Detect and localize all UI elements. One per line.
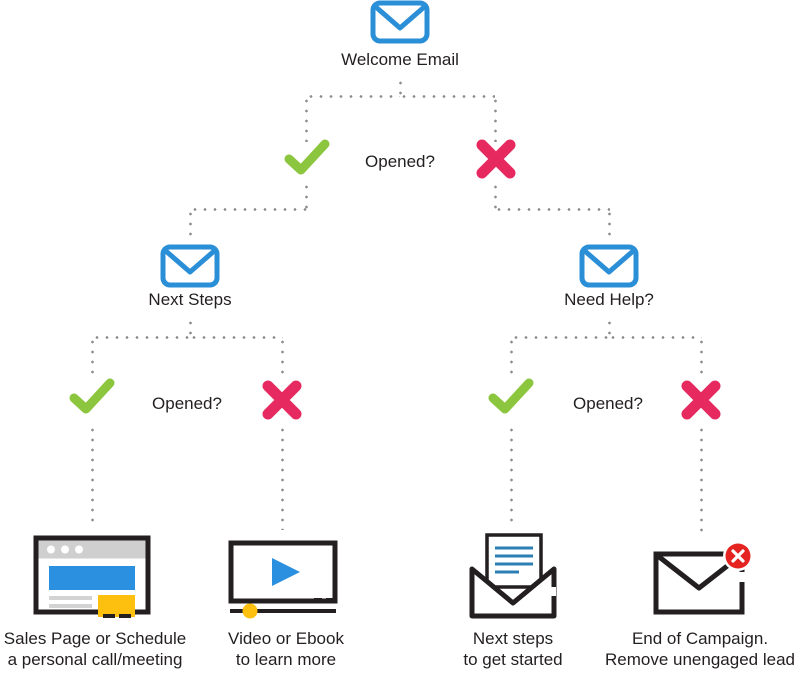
caption-line-2: a personal call/meeting — [7, 650, 183, 669]
envelope-closed-blue-icon — [579, 244, 639, 288]
envelope-closed-blue-icon — [370, 0, 430, 44]
outcome-caption-sales-page: Sales Page or Schedule a personal call/m… — [0, 628, 190, 670]
video-player-icon — [228, 540, 338, 619]
cross-icon — [476, 139, 516, 179]
decision-label-right: Opened? — [573, 394, 643, 413]
connector-need-help-stub — [608, 318, 611, 338]
connector-left-split-bar-a — [92, 336, 190, 339]
caption-line-1: End of Campaign. — [631, 629, 769, 648]
caption-line-1: Next steps — [472, 629, 554, 648]
connector-yes-to-split — [305, 182, 308, 210]
connector-next-steps-stub — [189, 318, 192, 338]
cross-icon — [681, 380, 721, 420]
connector-root-drop-yes — [305, 96, 308, 142]
caption-line-2: to learn more — [235, 650, 337, 669]
connector-root-bar-right — [399, 95, 495, 98]
connector-to-next-steps — [189, 209, 192, 239]
caption-line-1: Sales Page or Schedule — [3, 629, 187, 648]
node-label-need-help: Need Help? — [564, 290, 654, 309]
connector-left-drop-no — [281, 337, 284, 377]
check-icon — [284, 139, 330, 176]
decision-label-left: Opened? — [152, 394, 222, 413]
cross-icon — [262, 380, 302, 420]
check-icon — [69, 378, 115, 415]
connector-no-to-split — [494, 182, 497, 210]
outcome-caption-end-campaign: End of Campaign. Remove unengaged lead — [600, 628, 800, 670]
connector-to-need-help — [608, 209, 611, 239]
connector-left-bar — [190, 208, 307, 211]
envelope-error-icon — [652, 540, 756, 620]
connector-drop-video — [281, 425, 284, 530]
connector-root-stub — [399, 78, 402, 98]
outcome-caption-next-steps-started: Next steps to get started — [423, 628, 603, 670]
connector-left-split-bar-b — [189, 336, 283, 339]
connector-left-drop-yes — [91, 337, 94, 377]
connector-right-drop-yes — [510, 337, 513, 377]
browser-window-icon — [33, 535, 151, 619]
connector-right-drop-no — [700, 337, 703, 377]
connector-drop-sales-page — [91, 425, 94, 525]
connector-drop-next-steps — [510, 425, 513, 525]
check-icon — [488, 378, 534, 415]
connector-right-split-bar-b — [608, 336, 702, 339]
decision-label-root: Opened? — [365, 152, 435, 171]
envelope-open-letter-icon — [467, 531, 559, 621]
node-label-welcome-email: Welcome Email — [341, 50, 459, 69]
connector-root-drop-no — [494, 96, 497, 142]
outcome-caption-video-ebook: Video or Ebook to learn more — [196, 628, 376, 670]
connector-right-bar — [494, 208, 610, 211]
caption-line-2: Remove unengaged lead — [605, 650, 795, 669]
connector-right-split-bar-a — [511, 336, 609, 339]
envelope-closed-blue-icon — [160, 244, 220, 288]
caption-line-1: Video or Ebook — [228, 629, 344, 648]
caption-line-2: to get started — [463, 650, 563, 669]
node-label-next-steps: Next Steps — [148, 290, 232, 309]
connector-root-bar-left — [306, 95, 400, 98]
connector-drop-end-campaign — [700, 425, 703, 535]
